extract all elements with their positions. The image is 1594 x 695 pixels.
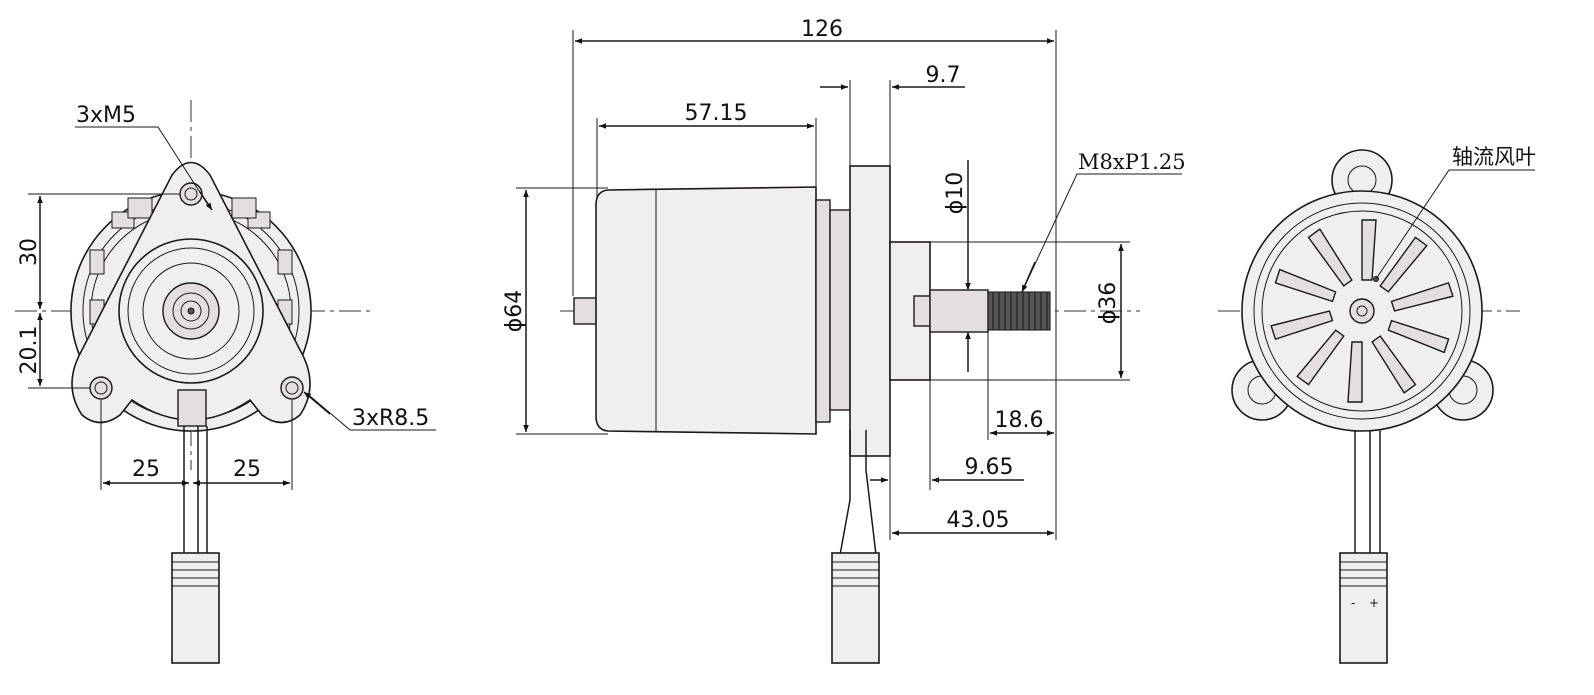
mounting-hole	[89, 376, 113, 400]
motor-body	[595, 186, 817, 435]
dim-height-bottom: 20.1	[17, 326, 42, 375]
side-view: 126 57.15 9.7 ϕ64 ϕ10 ϕ36 18.6	[502, 17, 1186, 664]
mounting-hole	[280, 376, 304, 400]
dim-height-top: 30	[17, 238, 42, 266]
dim-shaft-diameter: ϕ10	[943, 172, 968, 215]
front-view: 30 20.1 25 25 3xM5 3xR8.5	[15, 100, 436, 664]
callout-radius: 3xR8.5	[352, 406, 429, 431]
dim-front-length: 43.05	[947, 508, 1010, 533]
callout-holes: 3xM5	[76, 103, 136, 128]
connector-plus: +	[1369, 596, 1379, 610]
dim-shoulder: 9.65	[965, 455, 1014, 480]
dim-body-length: 57.15	[685, 101, 748, 126]
dim-flange: 9.7	[926, 63, 961, 88]
dim-left: 25	[132, 457, 160, 482]
axial-fan-blades	[1270, 219, 1454, 403]
threaded-shaft	[987, 291, 1051, 331]
thread-callout: M8xP1.25	[1078, 150, 1186, 174]
dim-body-diameter: ϕ64	[502, 290, 527, 333]
connector-minus: -	[1351, 596, 1355, 610]
dim-boss-diameter: ϕ36	[1096, 282, 1121, 325]
dim-overall-length: 126	[801, 17, 843, 42]
dim-thread-length: 18.6	[995, 408, 1044, 433]
cable-connector	[171, 552, 220, 664]
fan-callout: 轴流风叶	[1452, 145, 1536, 169]
mounting-hole	[179, 182, 203, 206]
rear-view: - + 轴流风叶	[1218, 145, 1536, 664]
rear-connector	[1339, 552, 1388, 664]
dim-right: 25	[233, 457, 261, 482]
